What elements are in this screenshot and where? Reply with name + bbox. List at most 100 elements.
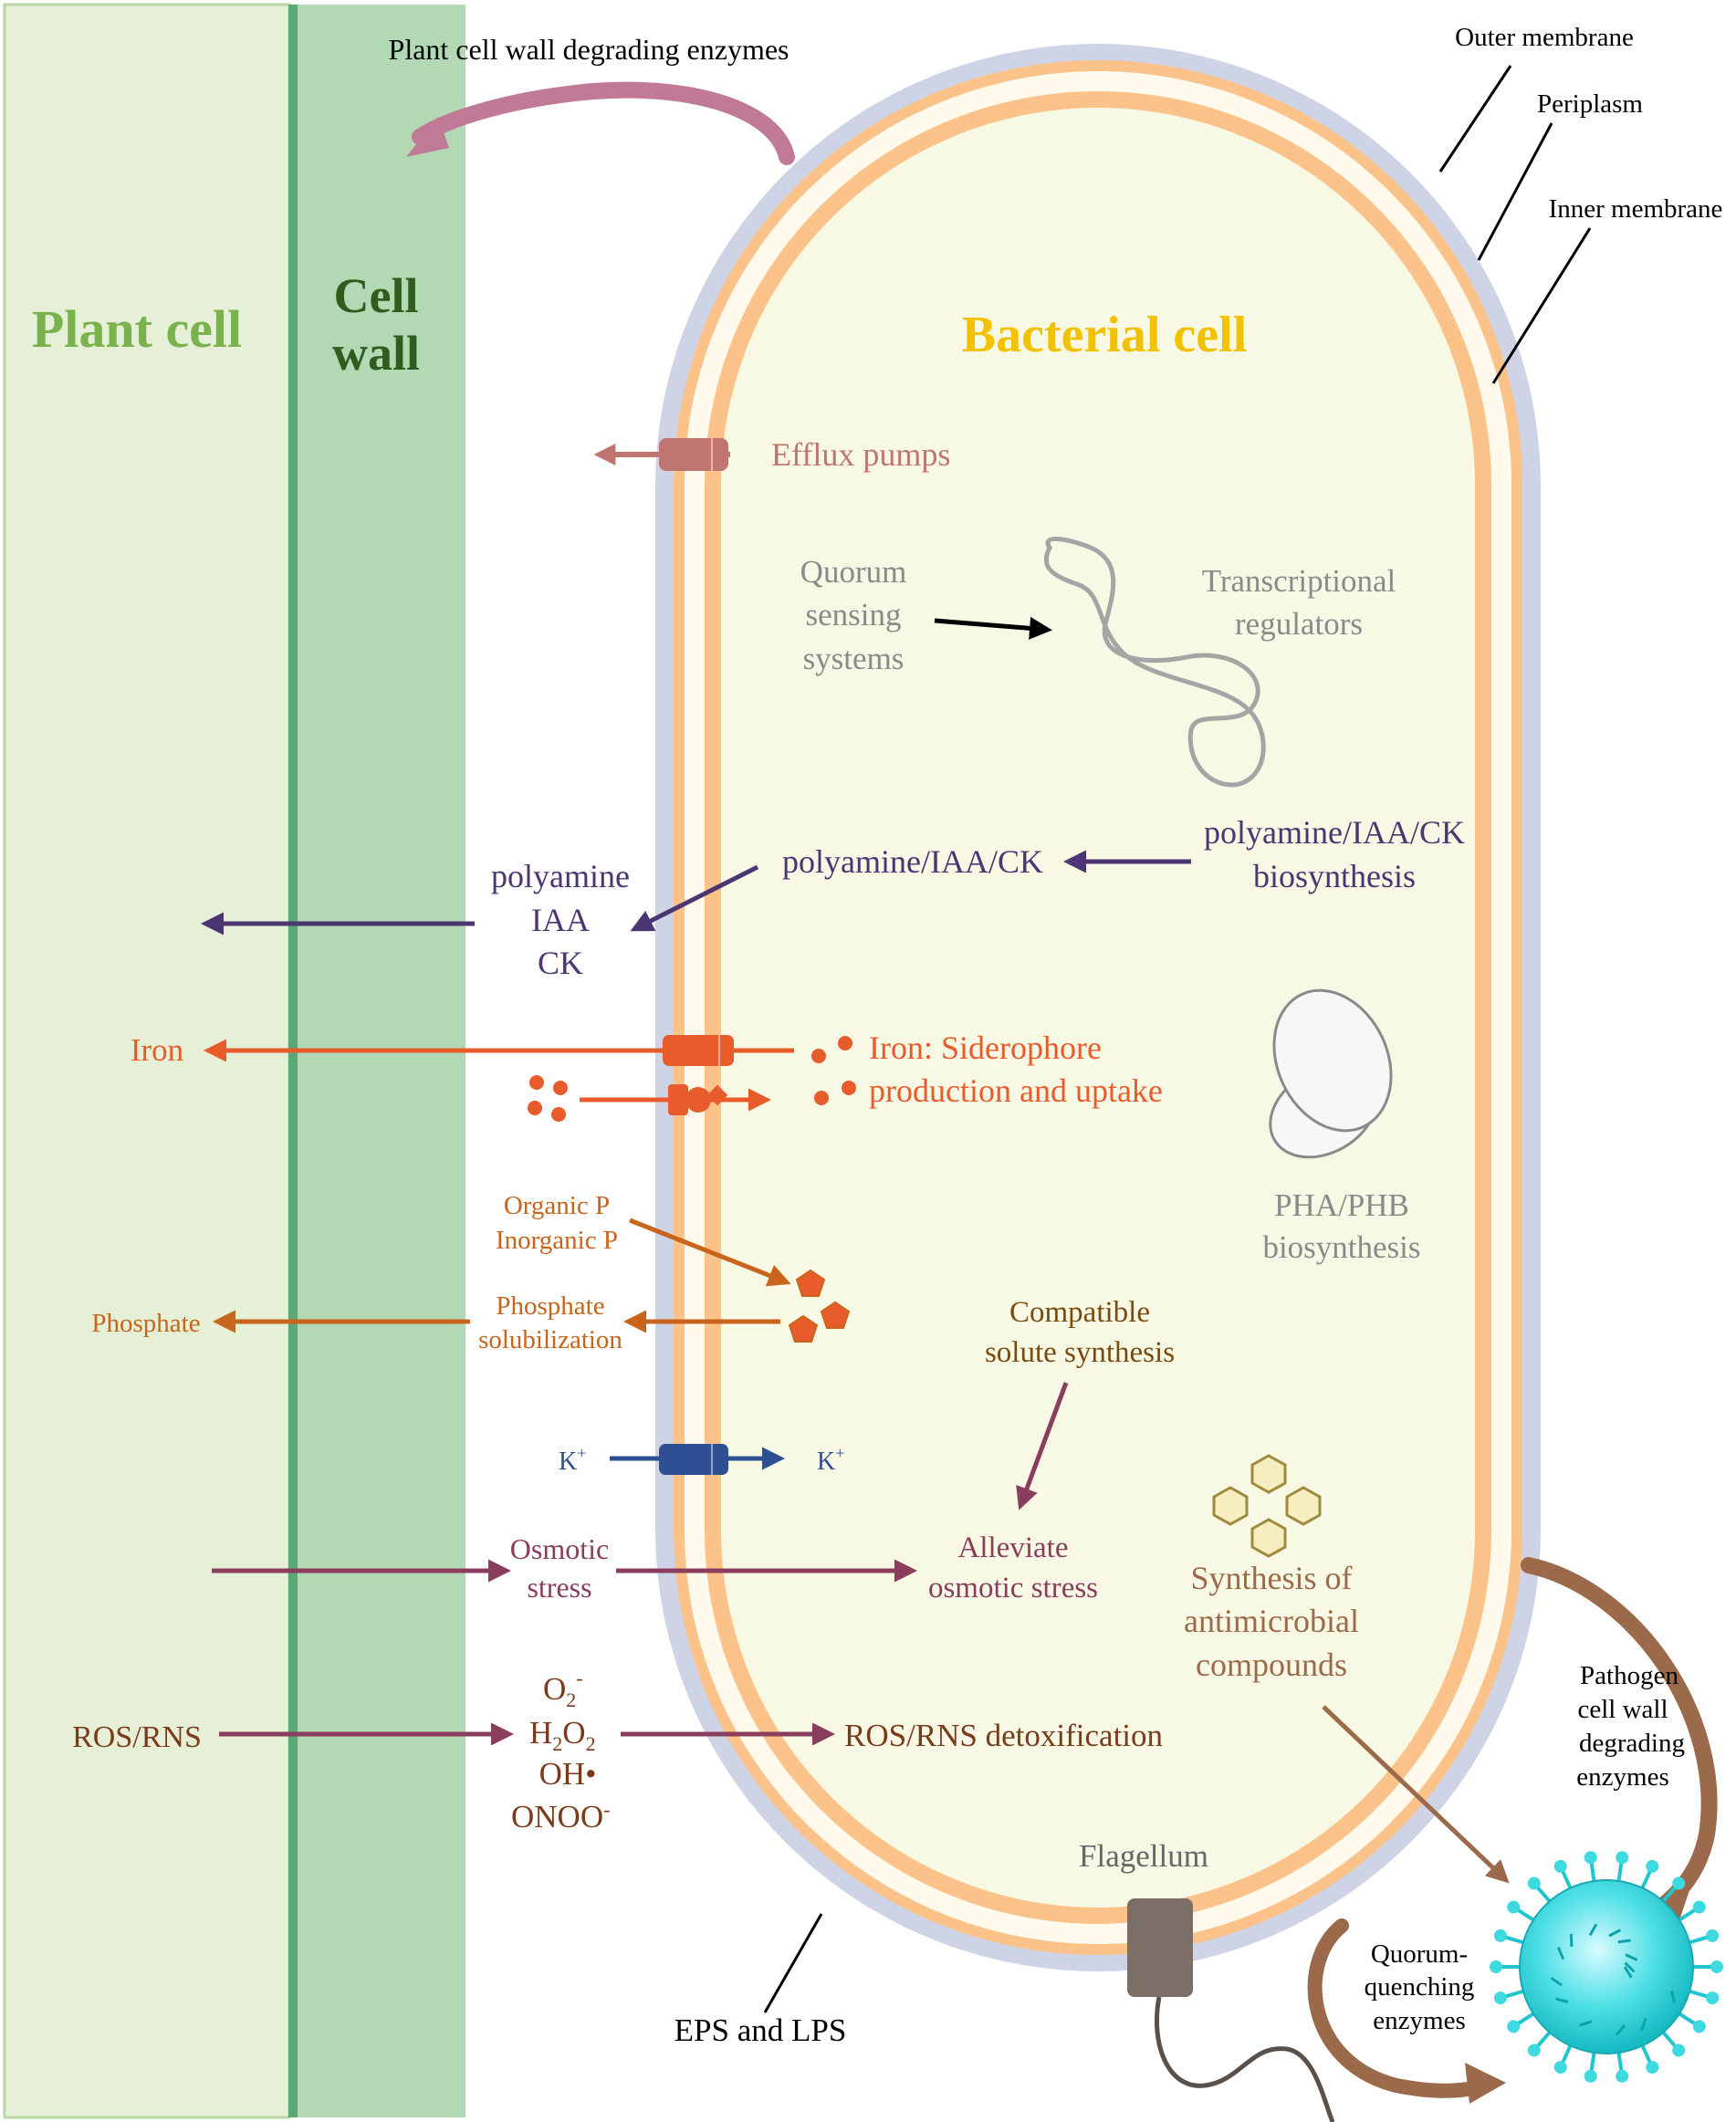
ros-detox-label: ROS/RNS detoxification	[844, 1718, 1163, 1753]
flagellum-label: Flagellum	[1079, 1838, 1208, 1874]
outer-membrane-pointer	[1438, 65, 1512, 172]
pathogen-spike-tip	[1490, 1960, 1502, 1973]
iron-uptake-transporter	[668, 1084, 688, 1115]
periplasm-label: Periplasm	[1537, 89, 1643, 119]
pathogen-surface-spike	[1555, 1997, 1569, 2003]
pathogen-cwde-line4: enzymes	[1576, 1762, 1668, 1792]
quorum-line3: systems	[803, 641, 905, 676]
hormone-outside-line2: IAA	[531, 902, 590, 938]
onoo-symbol: ONOO	[511, 1799, 603, 1835]
organic-p-label: Organic P	[504, 1191, 610, 1220]
siderophore-dot	[814, 1091, 829, 1105]
compatible-line1: Compatible	[1009, 1296, 1150, 1329]
alleviate-line1: Alleviate	[958, 1531, 1069, 1564]
pathogen-spike-tip	[1507, 2020, 1521, 2033]
pathogen-surface-spike	[1625, 1953, 1638, 1961]
pathogen-surface-spike	[1556, 1947, 1565, 1960]
pathogen-spike-tip	[1706, 1991, 1720, 2005]
k-outside-charge: +	[577, 1444, 586, 1462]
cell-wall-title-line1: Cell	[334, 268, 419, 323]
cytoplasm	[721, 108, 1475, 1908]
flagellum-filament	[1154, 1996, 1335, 2122]
pathogen-spike-tip	[1507, 1900, 1521, 1914]
pathogen-spike-tip	[1616, 1851, 1629, 1865]
transcriptional-line1: Transcriptional	[1202, 563, 1396, 599]
iron-outside-dot	[528, 1101, 542, 1115]
hormone-biosynthesis-line2: biosynthesis	[1253, 858, 1416, 894]
phosphate-solubilization-line1: Phosphate	[496, 1291, 604, 1321]
pathogen-spike-tip	[1646, 2061, 1659, 2075]
efflux-pump	[659, 438, 728, 471]
pathogen-body	[1519, 1879, 1694, 2054]
k-inside-symbol: K	[817, 1448, 835, 1476]
transcriptional-line2: regulators	[1235, 606, 1363, 642]
iron-export-transporter	[663, 1035, 734, 1066]
pathogen-spike-tip	[1553, 2061, 1567, 2075]
hormone-biosynthesis-line1: polyamine/IAA/CK	[1204, 814, 1465, 851]
antimicrobial-hexagon	[1250, 1454, 1287, 1494]
hormone-outside-line3: CK	[538, 945, 583, 981]
iron-outside-dot	[551, 1107, 566, 1122]
k-outside-symbol: K	[559, 1448, 577, 1476]
cwde-label: Plant cell wall degrading enzymes	[389, 33, 790, 66]
hormone-arrow-export	[630, 864, 759, 932]
pathogen-surface-spike	[1640, 2017, 1647, 2032]
cwde-arrow	[412, 81, 795, 165]
pathogen-spike-tip	[1527, 2044, 1541, 2057]
pathogen-spike-tip	[1672, 2044, 1686, 2057]
quorum-quenching-arrowhead	[1465, 2063, 1506, 2104]
iron-uptake-transporter-part	[706, 1084, 728, 1106]
cell-wall-title-line2: wall	[332, 326, 420, 381]
inorganic-p-label: Inorganic P	[496, 1226, 618, 1255]
pathogen-spike-tip	[1672, 1876, 1686, 1890]
pathogen-spike-tip	[1710, 1960, 1723, 1973]
pathogen-surface-spike	[1623, 1966, 1633, 1979]
quorum-arrow	[934, 616, 1052, 640]
k-inside-charge: +	[835, 1444, 844, 1462]
organic-p-arrow	[629, 1218, 791, 1287]
pathogen-surface-spike	[1608, 1929, 1622, 1938]
pathogen-spike-tip	[1692, 1900, 1706, 1914]
o2-species: O2-	[543, 1667, 583, 1711]
plant-cell-region	[3, 3, 291, 2119]
antimicrobial-arrow	[1322, 1705, 1510, 1884]
pathogen-cwde-line1: Pathogen	[1580, 1661, 1678, 1690]
alleviate-line2: osmotic stress	[928, 1572, 1098, 1605]
bacterial-cell	[655, 44, 1541, 1971]
inner-membrane-pointer	[1491, 227, 1592, 384]
pathogen-spike-tip	[1584, 2069, 1597, 2083]
antimicrobial-line3: compounds	[1196, 1646, 1347, 1683]
k-channel	[659, 1444, 728, 1475]
periplasm-pointer	[1477, 122, 1553, 261]
h2o2-species: H2O2	[529, 1715, 596, 1755]
pathogen-cwde-arrowhead	[1667, 1860, 1699, 1926]
onoo-superscript: -	[603, 1798, 610, 1821]
eps-label: EPS and LPS	[675, 2012, 847, 2048]
phosphate-pentagon	[795, 1269, 826, 1297]
quorum-line1: Quorum	[800, 554, 907, 590]
inner-membrane-label: Inner membrane	[1549, 194, 1723, 224]
siderophore-dot	[838, 1036, 852, 1051]
siderophore-dot	[811, 1049, 826, 1063]
quorum-quenching-line3: enzymes	[1373, 2006, 1465, 2035]
pathogen-spike-tip	[1616, 2069, 1629, 2083]
antimicrobial-hexagon	[1212, 1486, 1249, 1526]
cell-wall-region	[289, 5, 465, 2117]
h2o2-sub2: 2	[586, 1732, 596, 1755]
o2-superscript: -	[576, 1667, 582, 1689]
hormone-outside-line1: polyamine	[491, 858, 630, 894]
pathogen	[1490, 1851, 1723, 2083]
siderophore-line2: production and uptake	[869, 1072, 1163, 1109]
pathogen-spike-tip	[1584, 1851, 1597, 1865]
eps-pointer	[763, 1913, 823, 2013]
antimicrobial-hexagon	[1285, 1486, 1322, 1526]
osmotic-line2: stress	[527, 1571, 591, 1604]
oh-species: OH•	[539, 1756, 597, 1792]
pathogen-surface-spike	[1550, 1976, 1563, 1987]
pathogen-spike-tip	[1646, 1859, 1659, 1873]
compatible-arrow	[1016, 1382, 1069, 1510]
phosphate-label: Phosphate	[91, 1309, 200, 1338]
siderophore-line1: Iron: Siderophore	[869, 1030, 1102, 1066]
onoo-species: ONOO-	[511, 1798, 610, 1835]
